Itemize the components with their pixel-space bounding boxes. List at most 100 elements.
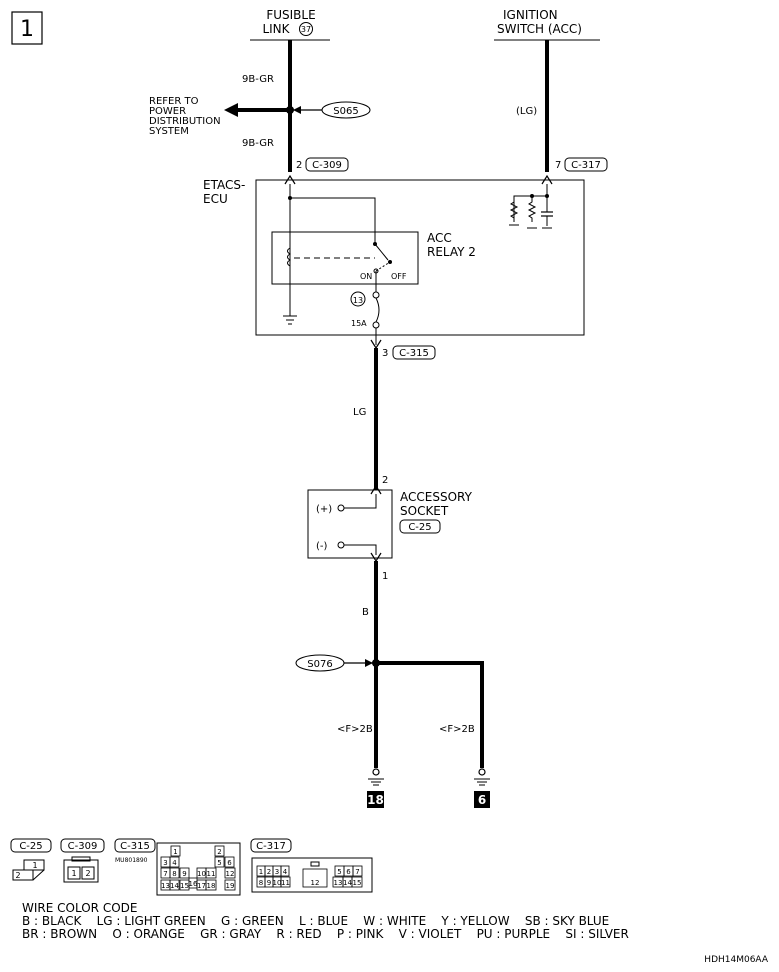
c317-pin-label: 4	[283, 868, 288, 876]
color-code-line-1: B : BLACK LG : LIGHT GREEN G : GREEN L :…	[22, 914, 609, 928]
c317-pin-label: 14	[343, 879, 352, 887]
c315-pin-label: 12	[226, 870, 235, 878]
socket-minus-lead	[344, 544, 377, 555]
refer-to-line-3: DISTRIBUTION	[149, 116, 221, 127]
fuse-top-terminal	[372, 291, 380, 299]
fuse-number-circle	[350, 291, 366, 307]
socket-minus-terminal	[337, 541, 345, 549]
c315-pin-label: 19	[226, 882, 235, 890]
relay-contact-feed	[290, 197, 376, 243]
c315-pin-label: 13	[161, 882, 170, 890]
c315-pin-cell	[170, 845, 181, 857]
legend-c25-connector: 1 2	[12, 859, 45, 881]
fusible-link-label-1: FUSIBLE	[266, 8, 315, 22]
c315-pin-label: 1	[173, 848, 177, 856]
wire-label-ignition: (LG)	[516, 106, 537, 117]
ecu-resistor-2	[527, 196, 537, 222]
ground-left-number: 18	[367, 793, 384, 807]
ecu-resistor-1	[509, 201, 519, 219]
page-label-box	[11, 11, 43, 45]
legend-c317-label: C-317	[256, 841, 286, 852]
splice-s065-label: S065	[333, 106, 358, 117]
c317-pin-cell	[302, 868, 328, 888]
etacs-pin-out: 3	[382, 348, 388, 359]
c315-pin-label: 17	[197, 882, 206, 890]
refer-to-line-4: SYSTEM	[149, 126, 189, 137]
c317-pin-cell	[351, 876, 363, 888]
ignition-switch-label-2: SWITCH (ACC)	[497, 22, 582, 36]
relay-contact-gap	[375, 261, 391, 272]
c315-pin-cell	[214, 856, 225, 868]
legend-c317-label-box	[250, 838, 292, 853]
ground-right-number: 6	[478, 793, 486, 807]
legend-c315-label: C-315	[120, 841, 150, 852]
wire-label-ground-left: <F>2B	[337, 724, 373, 735]
c315-pin-cell	[214, 845, 225, 857]
relay-box	[271, 231, 419, 285]
relay-label-1: ACC	[427, 231, 452, 245]
c317-pin-label: 3	[275, 868, 279, 876]
fusible-link-number: 37	[301, 25, 311, 34]
relay-contact-arm	[374, 243, 389, 261]
c317-pin-label: 11	[281, 879, 290, 887]
etacs-conn-in-1: C-309	[312, 160, 342, 171]
c315-pin-label: 11	[207, 870, 216, 878]
socket-label-1: ACCESSORY	[400, 490, 473, 504]
refer-to-line-1: REFER TO	[149, 96, 199, 107]
wire-label-ground-right: <F>2B	[439, 724, 475, 735]
page-label: 1	[20, 17, 34, 42]
legend-c309-pin-1: 1	[71, 869, 76, 878]
splice-s065-arrow	[293, 106, 301, 114]
c317-pin-label: 10	[273, 879, 282, 887]
c315-pin-label: 18	[207, 882, 216, 890]
c315-pin-label: 4	[172, 859, 177, 867]
splice-s076-badge	[295, 654, 345, 672]
etacs-conn-in-1-box	[305, 157, 349, 172]
c317-pin-label: 7	[355, 868, 359, 876]
etacs-conn-in-2: C-317	[571, 160, 601, 171]
legend-c309-label: C-309	[68, 841, 98, 852]
ground-right-badge	[474, 791, 490, 808]
etacs-pin-in-2: 7	[555, 160, 561, 171]
c317-pin-label: 12	[311, 879, 320, 887]
ignition-switch-label-1: IGNITION	[503, 8, 558, 22]
socket-minus-label: (-)	[316, 541, 328, 552]
c315-pin-cell	[169, 867, 180, 879]
c317-pin-label: 1	[259, 868, 263, 876]
accessory-socket-box	[307, 489, 393, 559]
fusible-link-label-2: LINK	[262, 22, 290, 36]
legend-c309-label-box	[60, 838, 105, 853]
etacs-label-2: ECU	[203, 192, 228, 206]
legend-c309-pin-2: 2	[85, 869, 90, 878]
c317-pin-cell	[352, 865, 363, 877]
splice-s065-badge	[321, 101, 371, 119]
c315-pin-label: 6	[227, 859, 232, 867]
wire-label-top-upper: 9B-GR	[242, 74, 274, 85]
fuse-number: 13	[353, 296, 363, 305]
etacs-label-1: ETACS-	[203, 178, 245, 192]
socket-plus-label: (+)	[316, 504, 332, 515]
c317-pin-label: 8	[259, 879, 263, 887]
c315-pin-label: 9	[182, 870, 186, 878]
c315-pin-label: 16	[189, 880, 198, 888]
socket-connector: C-25	[408, 522, 431, 533]
c317-pin-label: 5	[337, 868, 341, 876]
fusible-link-number-circle	[299, 22, 313, 36]
c317-pin-label: 2	[267, 868, 271, 876]
c315-pin-cell	[169, 879, 180, 891]
ground-left-badge	[367, 791, 384, 808]
wire-label-socket-to-ground: B	[362, 607, 369, 618]
socket-plus-lead	[344, 494, 377, 509]
relay-coil	[287, 247, 291, 267]
c315-pin-label: 14	[170, 882, 179, 890]
color-code-line-2: BR : BROWN O : ORANGE GR : GRAY R : RED …	[22, 927, 629, 941]
c315-pin-cell	[205, 867, 217, 879]
wire-label-etacs-to-socket: LG	[353, 407, 366, 418]
wire-label-top-lower: 9B-GR	[242, 138, 274, 149]
ecu-input-network	[513, 195, 547, 222]
c315-pin-cell	[224, 867, 236, 879]
c315-pin-cell	[224, 856, 235, 868]
ground-left-terminal	[372, 768, 380, 776]
color-code-title: WIRE COLOR CODE	[22, 901, 137, 915]
